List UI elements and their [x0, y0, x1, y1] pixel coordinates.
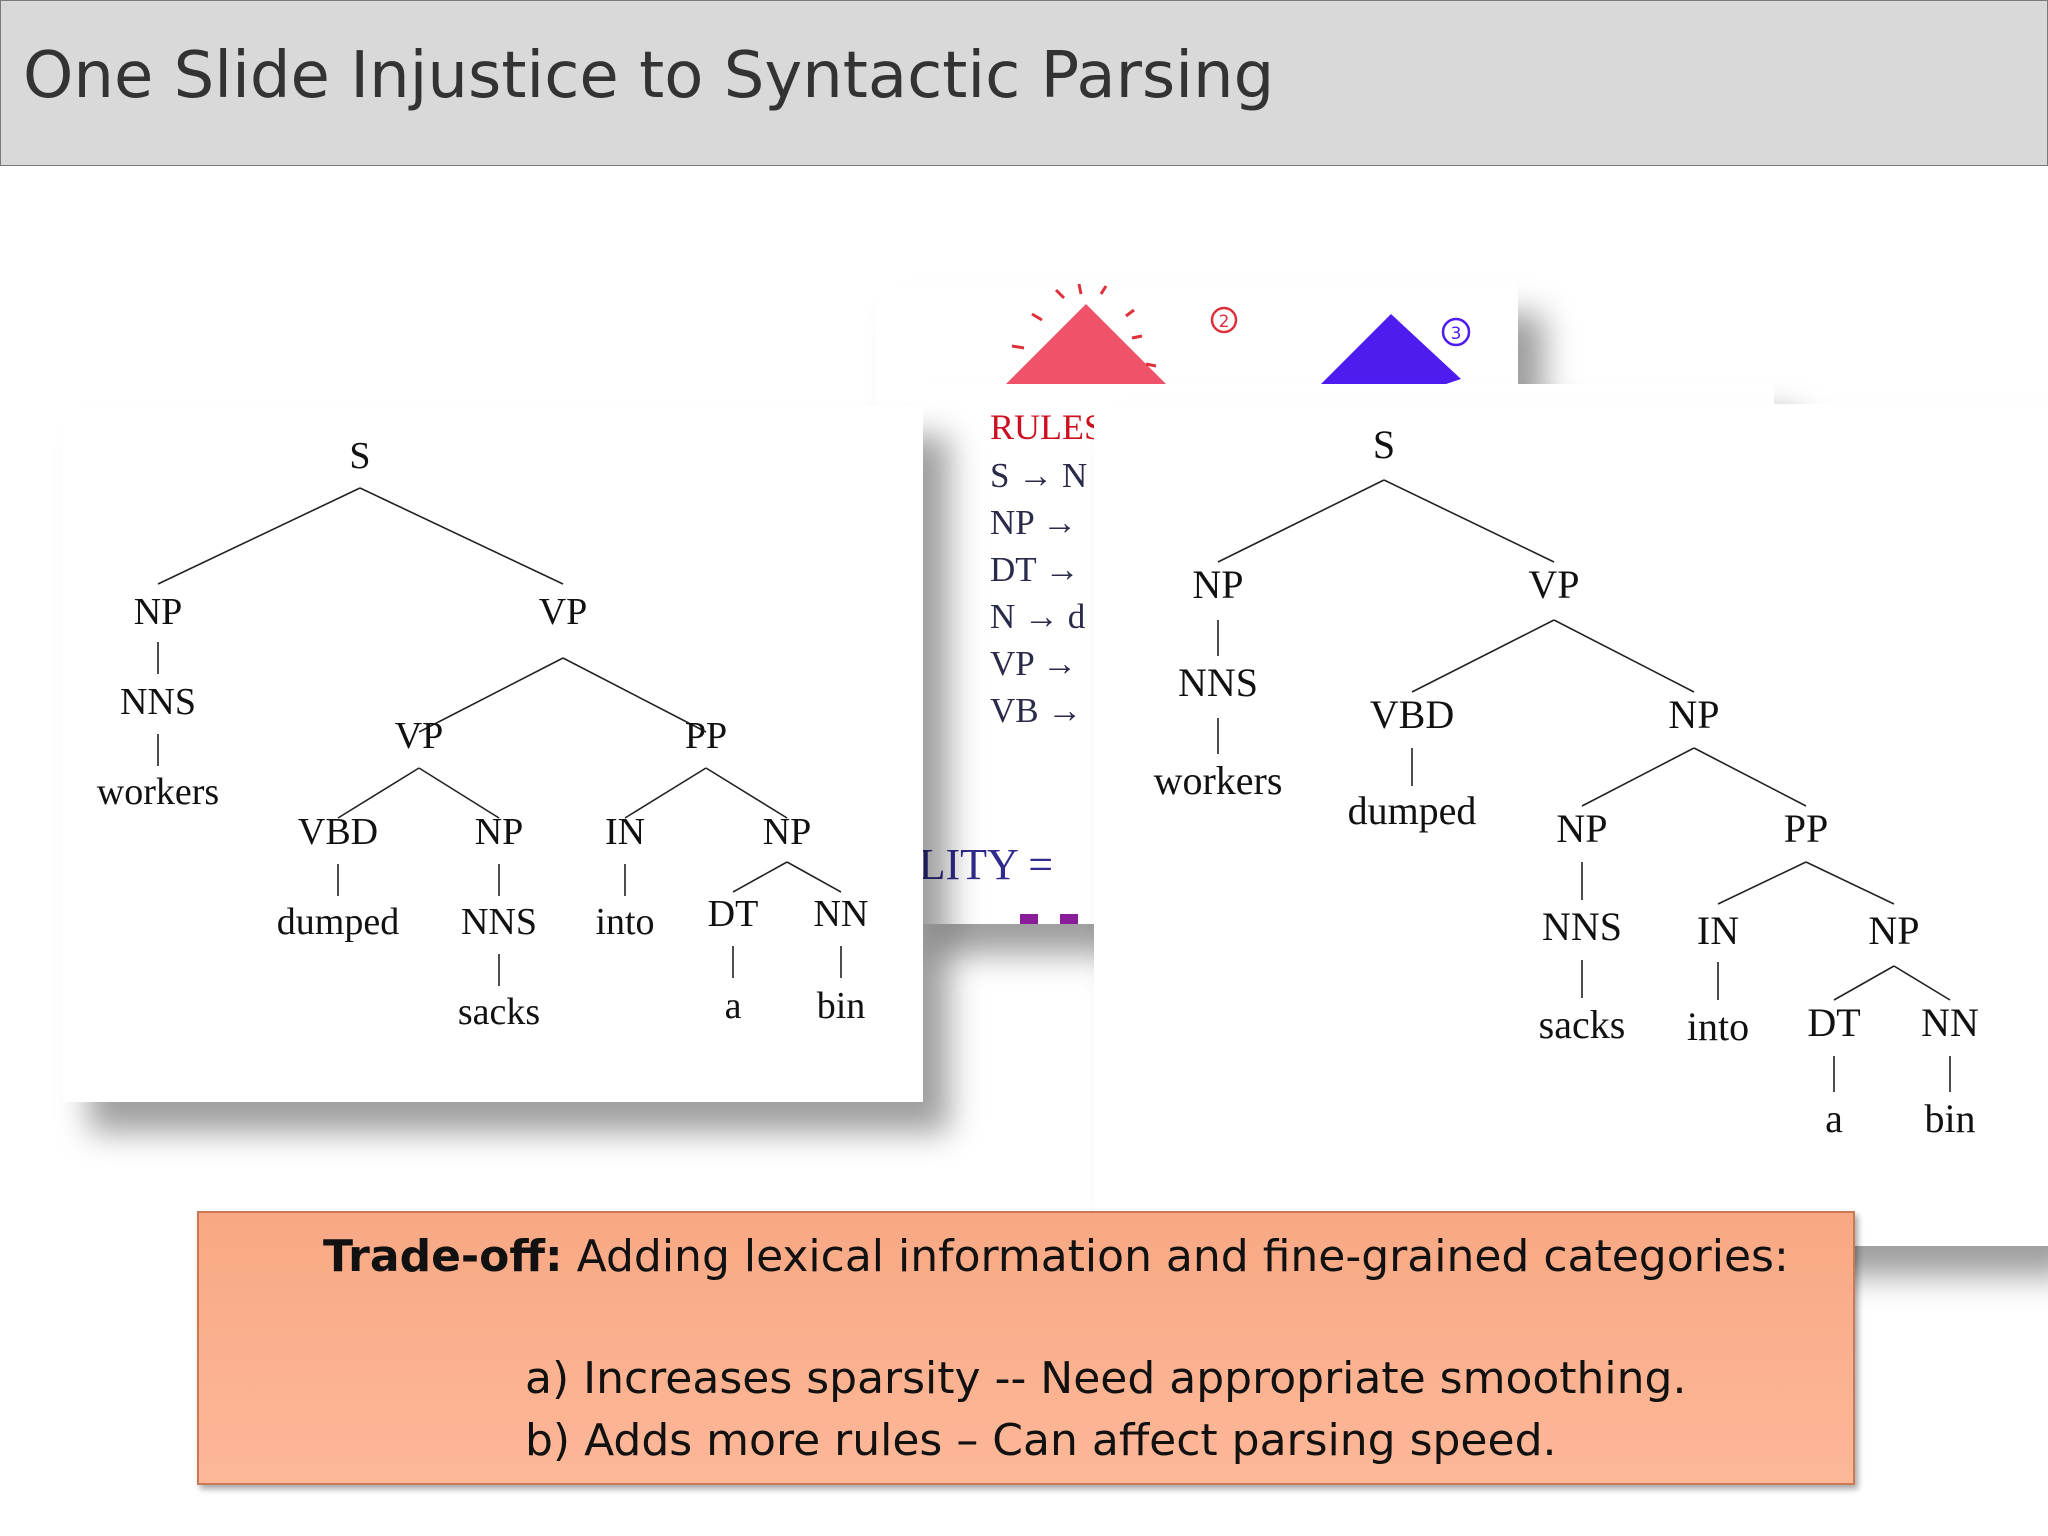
tradeoff-item-b: b) Adds more rules – Can affect parsing …	[525, 1415, 1557, 1466]
rule-item: VP →	[990, 644, 1078, 683]
blue-shape	[1316, 314, 1461, 394]
rule-item: VB →	[990, 691, 1083, 730]
badge-3: 3	[1441, 317, 1471, 347]
tree-edges	[1217, 479, 1951, 1092]
title-bar: One Slide Injustice to Syntactic Parsing	[0, 0, 2048, 166]
tree-word-a: a	[1825, 1096, 1843, 1141]
tree-node-s: S	[349, 435, 370, 477]
svg-text:3: 3	[1451, 324, 1462, 344]
tree-node-pp: PP	[685, 715, 727, 757]
tree-node-s: S	[1373, 422, 1395, 467]
tree-node-nn: NN	[814, 893, 869, 935]
tree-node-pp: PP	[1784, 806, 1829, 851]
tree-node-np: NP	[1556, 806, 1607, 851]
tree-edges	[157, 487, 842, 986]
tree-word-sacks: sacks	[1539, 1002, 1626, 1047]
tradeoff-callout: Trade-off: Adding lexical information an…	[197, 1211, 1855, 1485]
left-parse-tree-card: S NP VP NNS workers VP PP VBD NP IN NP d…	[63, 406, 923, 1102]
purple-shape-fragment	[1020, 914, 1078, 924]
tree-word-bin: bin	[817, 985, 866, 1027]
tree-word-workers: workers	[1154, 758, 1283, 803]
tradeoff-heading-line: Trade-off: Adding lexical information an…	[323, 1231, 1789, 1282]
tree-node-np: NP	[1868, 908, 1919, 953]
tree-node-dt: DT	[708, 893, 759, 935]
tree-node-vbd: VBD	[298, 811, 378, 853]
tree-node-nns: NNS	[1178, 660, 1258, 705]
tree-node-np: NP	[475, 811, 524, 853]
tree-node-nns: NNS	[120, 681, 196, 723]
right-parse-tree-card: S NP VP NNS workers VBD NP dumped NP PP …	[1094, 404, 2048, 1246]
cartoon-illustration: 2 3	[1006, 284, 1471, 394]
tree-node-np: NP	[1668, 692, 1719, 737]
tree-node-np: NP	[763, 811, 812, 853]
badge-2: 2	[1210, 306, 1238, 334]
tradeoff-item-a: a) Increases sparsity -- Need appropriat…	[525, 1353, 1687, 1404]
tree-node-nn: NN	[1921, 1000, 1979, 1045]
tree-word-bin: bin	[1924, 1096, 1975, 1141]
tree-node-nns: NNS	[461, 901, 537, 943]
tree-word-dumped: dumped	[1348, 788, 1477, 833]
tradeoff-text: Adding lexical information and fine-grai…	[576, 1231, 1789, 1282]
red-shape	[1006, 284, 1166, 394]
svg-text:2: 2	[1219, 312, 1230, 332]
tree-node-vp: VP	[1528, 562, 1579, 607]
tree-word-sacks: sacks	[458, 991, 540, 1033]
tree-node-dt: DT	[1807, 1000, 1860, 1045]
tree-word-workers: workers	[97, 771, 219, 813]
tree-node-vp: VP	[395, 715, 444, 757]
tree-node-np: NP	[1192, 562, 1243, 607]
rule-item: DT →	[990, 550, 1080, 589]
tree-node-vp: VP	[539, 591, 588, 633]
tree-node-vbd: VBD	[1370, 692, 1454, 737]
rules-title: RULES	[990, 407, 1105, 447]
tree-node-in: IN	[605, 811, 645, 853]
tree-node-nns: NNS	[1542, 904, 1622, 949]
tradeoff-label: Trade-off:	[323, 1231, 563, 1282]
tree-node-in: IN	[1697, 908, 1739, 953]
rule-item: NP →	[990, 503, 1078, 542]
probability-fragment: ILITY =	[910, 840, 1054, 889]
rule-item: N → d	[990, 597, 1086, 636]
rule-item: S → N	[990, 456, 1088, 495]
slide-title: One Slide Injustice to Syntactic Parsing	[23, 39, 1275, 113]
left-parse-tree: S NP VP NNS workers VP PP VBD NP IN NP d…	[97, 435, 869, 1033]
tree-word-into: into	[1687, 1004, 1749, 1049]
right-parse-tree: S NP VP NNS workers VBD NP dumped NP PP …	[1154, 422, 1979, 1141]
tree-word-into: into	[595, 901, 654, 943]
tree-word-a: a	[725, 985, 742, 1027]
tree-node-np: NP	[134, 591, 183, 633]
tree-word-dumped: dumped	[277, 901, 399, 943]
